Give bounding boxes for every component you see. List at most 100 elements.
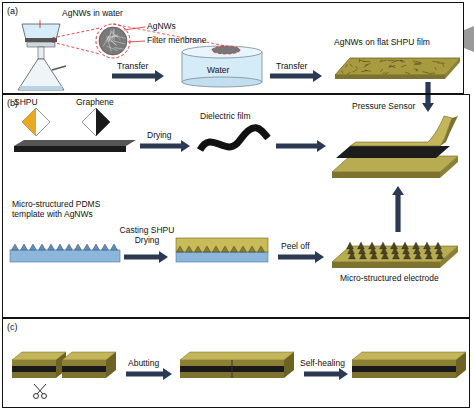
micro-pyramid — [213, 246, 220, 252]
nanowire — [108, 40, 111, 52]
slab-side — [284, 352, 294, 378]
nanowire — [353, 70, 357, 72]
micro-pyramid — [413, 242, 420, 249]
top-layer — [352, 352, 466, 360]
process-arrows — [112, 70, 434, 380]
nanowire — [107, 46, 118, 50]
micro-pyramid — [358, 242, 365, 249]
micro-pyramid — [347, 242, 354, 249]
step-label: Self-healing — [300, 359, 345, 369]
nanowire — [435, 67, 437, 70]
nanowire — [365, 63, 371, 65]
step-label: Transfer — [276, 62, 307, 72]
top-layer — [12, 360, 56, 366]
panel-tag: (c) — [7, 322, 18, 332]
pdms-template — [10, 244, 120, 262]
dielectric-layer — [12, 366, 56, 372]
bottom-layer — [12, 372, 56, 378]
micro-pyramid — [204, 246, 211, 252]
micro-pyramid — [66, 244, 73, 250]
micro-pyramid — [21, 244, 28, 250]
micro-pyramid — [102, 244, 109, 250]
nanowire — [113, 41, 125, 44]
material-label: SHPU — [14, 98, 38, 108]
micro-pyramid — [402, 242, 409, 249]
process-arrow — [124, 251, 168, 263]
nanowire — [356, 66, 358, 69]
grey-tab — [464, 26, 474, 52]
micro-pyramid — [84, 244, 91, 250]
filter-zoom — [52, 24, 145, 58]
nanowire — [350, 64, 353, 67]
step-label: Transfer — [117, 62, 148, 72]
micro-pyramid — [75, 244, 82, 250]
nanowire — [415, 61, 420, 63]
bottom-layer — [352, 372, 456, 378]
scissors — [34, 384, 47, 399]
bottom-layer — [62, 372, 106, 378]
nanowire — [347, 72, 350, 74]
caption: AgNWs on flat SHPU film — [334, 38, 430, 48]
nanowire — [415, 63, 422, 64]
callout: AgNWs in water — [62, 9, 123, 19]
micro-pyramid — [30, 244, 37, 250]
water-dish — [113, 24, 262, 87]
process-arrow — [126, 368, 172, 380]
crack — [232, 360, 233, 378]
nanowire — [107, 35, 118, 39]
nanowire — [380, 59, 382, 62]
micro-pyramid — [424, 242, 431, 249]
caption: Pressure Sensor — [352, 102, 415, 112]
filtration-flask — [18, 20, 66, 90]
nanowire — [390, 66, 395, 68]
nanowire — [414, 64, 421, 66]
step-label: Peel off — [281, 242, 310, 252]
micro-pyramid — [48, 244, 55, 250]
step-label: Abutting — [128, 359, 159, 369]
micro-pyramid — [111, 244, 118, 250]
process-arrow — [112, 70, 164, 82]
nanowire — [405, 72, 410, 74]
materials — [14, 108, 136, 152]
nanowire — [401, 60, 405, 62]
nanowire — [114, 48, 126, 50]
nanowire — [422, 72, 428, 73]
top-layer — [352, 360, 456, 366]
micro-pyramid — [93, 244, 100, 250]
micro-pyramid — [195, 246, 202, 252]
callout: Water — [207, 66, 229, 76]
top-layer — [180, 352, 294, 360]
material-label: Graphene — [76, 98, 114, 108]
panel-tag: (a) — [7, 6, 18, 16]
agnw-film — [335, 58, 460, 79]
nanowire — [401, 65, 406, 67]
nanowire — [391, 61, 397, 63]
micro-pyramid — [380, 242, 387, 249]
process-arrow — [304, 368, 348, 380]
process-arrow — [270, 70, 322, 82]
nanowire — [385, 73, 389, 74]
nanowire — [380, 69, 383, 72]
step-label: Casting SHPU Drying — [118, 226, 176, 246]
callout: Filter menbrane — [147, 36, 207, 46]
nanowire — [383, 72, 385, 74]
cast-shpu — [176, 238, 268, 262]
dielectric-layer — [352, 366, 456, 372]
dielectric-film — [200, 128, 268, 150]
nanowire — [413, 60, 415, 63]
micro-pyramid — [240, 246, 247, 252]
nanowire — [443, 64, 444, 67]
micro-pyramid — [222, 246, 229, 252]
micro-electrode — [332, 242, 458, 268]
nanowire — [345, 64, 347, 67]
top-layer — [62, 360, 106, 366]
nanowire — [438, 62, 445, 63]
nanowire — [429, 73, 435, 74]
nanowire — [389, 65, 391, 68]
micro-pyramid — [177, 246, 184, 252]
caption: Micro-structured PDMS template with AgNW… — [12, 200, 130, 220]
micro-pyramid — [249, 246, 256, 252]
caption: Micro-structured electrode — [340, 274, 439, 284]
caption: Dielectric film — [200, 112, 251, 122]
nanowire — [400, 60, 403, 63]
